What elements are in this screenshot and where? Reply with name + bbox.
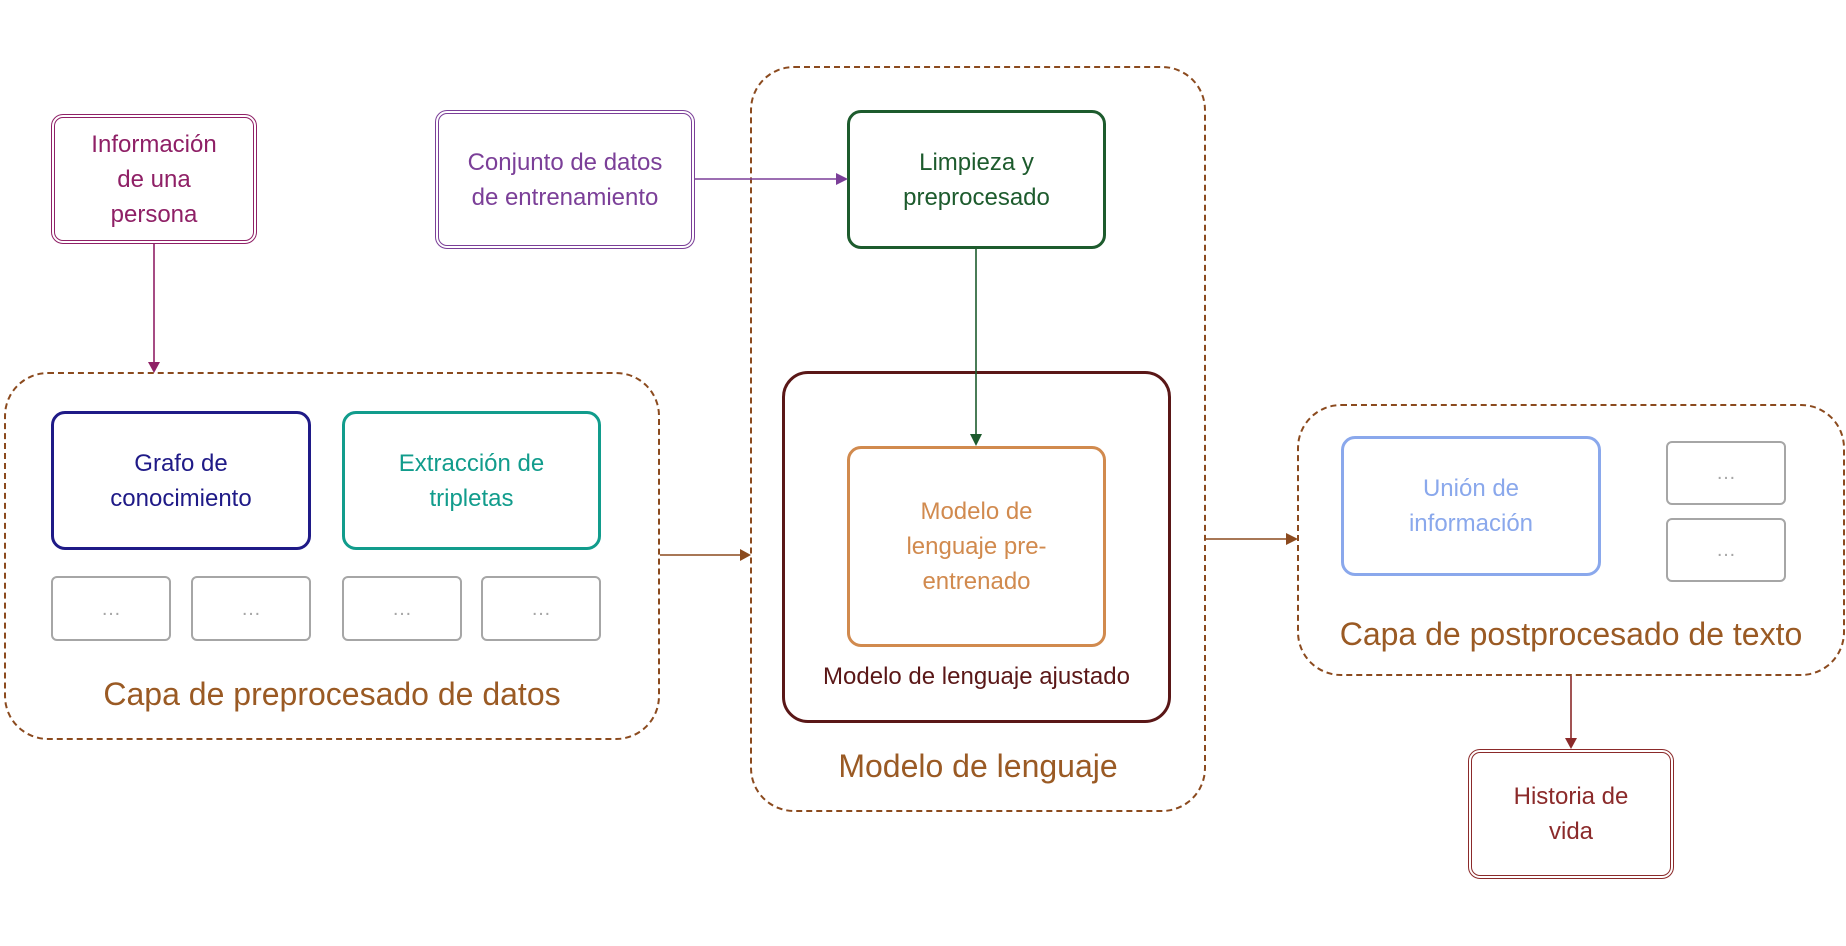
cleaning-preprocessing-node: Limpieza y preprocesado (847, 110, 1106, 249)
arrowhead (836, 173, 848, 185)
person-information-line: persona (110, 200, 198, 228)
triplet-extraction-node: Extracción de tripletas (342, 411, 601, 550)
arrowhead (970, 434, 982, 446)
placeholder-box: … (1666, 518, 1786, 582)
pretrained-model-line: Modelo de (920, 498, 1033, 525)
placeholder-box: … (342, 576, 462, 641)
life-story-line: vida (1548, 818, 1594, 845)
life-story-line: Historia de (1513, 783, 1629, 810)
person-information-line: de una (117, 165, 191, 193)
preprocessing-layer-title: Capa de preprocesado de datos (103, 676, 561, 712)
knowledge-graph-node: Grafo de conocimiento (51, 411, 311, 550)
postprocessing-layer-title: Capa de postprocesado de texto (1339, 616, 1803, 652)
knowledge-graph-line: conocimiento (110, 484, 252, 512)
placeholder-box: … (1666, 441, 1786, 505)
person-information-node: Información de una persona (51, 114, 257, 244)
pretrained-model-node: Modelo de lenguaje pre- entrenado (847, 446, 1106, 647)
postprocessing-layer (1297, 404, 1845, 676)
pretrained-model-line: entrenado (922, 568, 1031, 595)
language-model-layer (750, 66, 1206, 812)
language-model-layer-title: Modelo de lenguaje (838, 748, 1118, 784)
placeholder-box: … (481, 576, 601, 641)
cleaning-preprocessing-line: Limpieza y (919, 148, 1034, 176)
person-information-line: Información (91, 130, 217, 158)
knowledge-graph-line: Grafo de (134, 449, 228, 477)
arrowhead (148, 362, 160, 373)
information-union-line: información (1408, 510, 1534, 537)
arrowhead (1565, 738, 1577, 749)
training-dataset-line: de entrenamiento (471, 183, 659, 211)
fine-tuned-model-label: Modelo de lenguaje ajustado (823, 663, 1130, 690)
cleaning-preprocessing-line: preprocesado (903, 183, 1050, 211)
arrowhead (1286, 533, 1298, 545)
training-dataset-line: Conjunto de datos (467, 148, 663, 176)
placeholder-box: … (51, 576, 171, 641)
pretrained-model-line: lenguaje pre- (906, 533, 1047, 560)
life-story-node: Historia de vida (1468, 749, 1674, 879)
placeholder-box: … (191, 576, 311, 641)
information-union-line: Unión de (1422, 475, 1520, 502)
training-dataset-node: Conjunto de datos de entrenamiento (435, 110, 695, 249)
triplet-extraction-line: tripletas (429, 484, 514, 512)
preprocessing-layer (4, 372, 660, 740)
arrowhead (740, 549, 751, 561)
triplet-extraction-line: Extracción de (398, 449, 545, 477)
information-union-node: Unión de información (1341, 436, 1601, 576)
